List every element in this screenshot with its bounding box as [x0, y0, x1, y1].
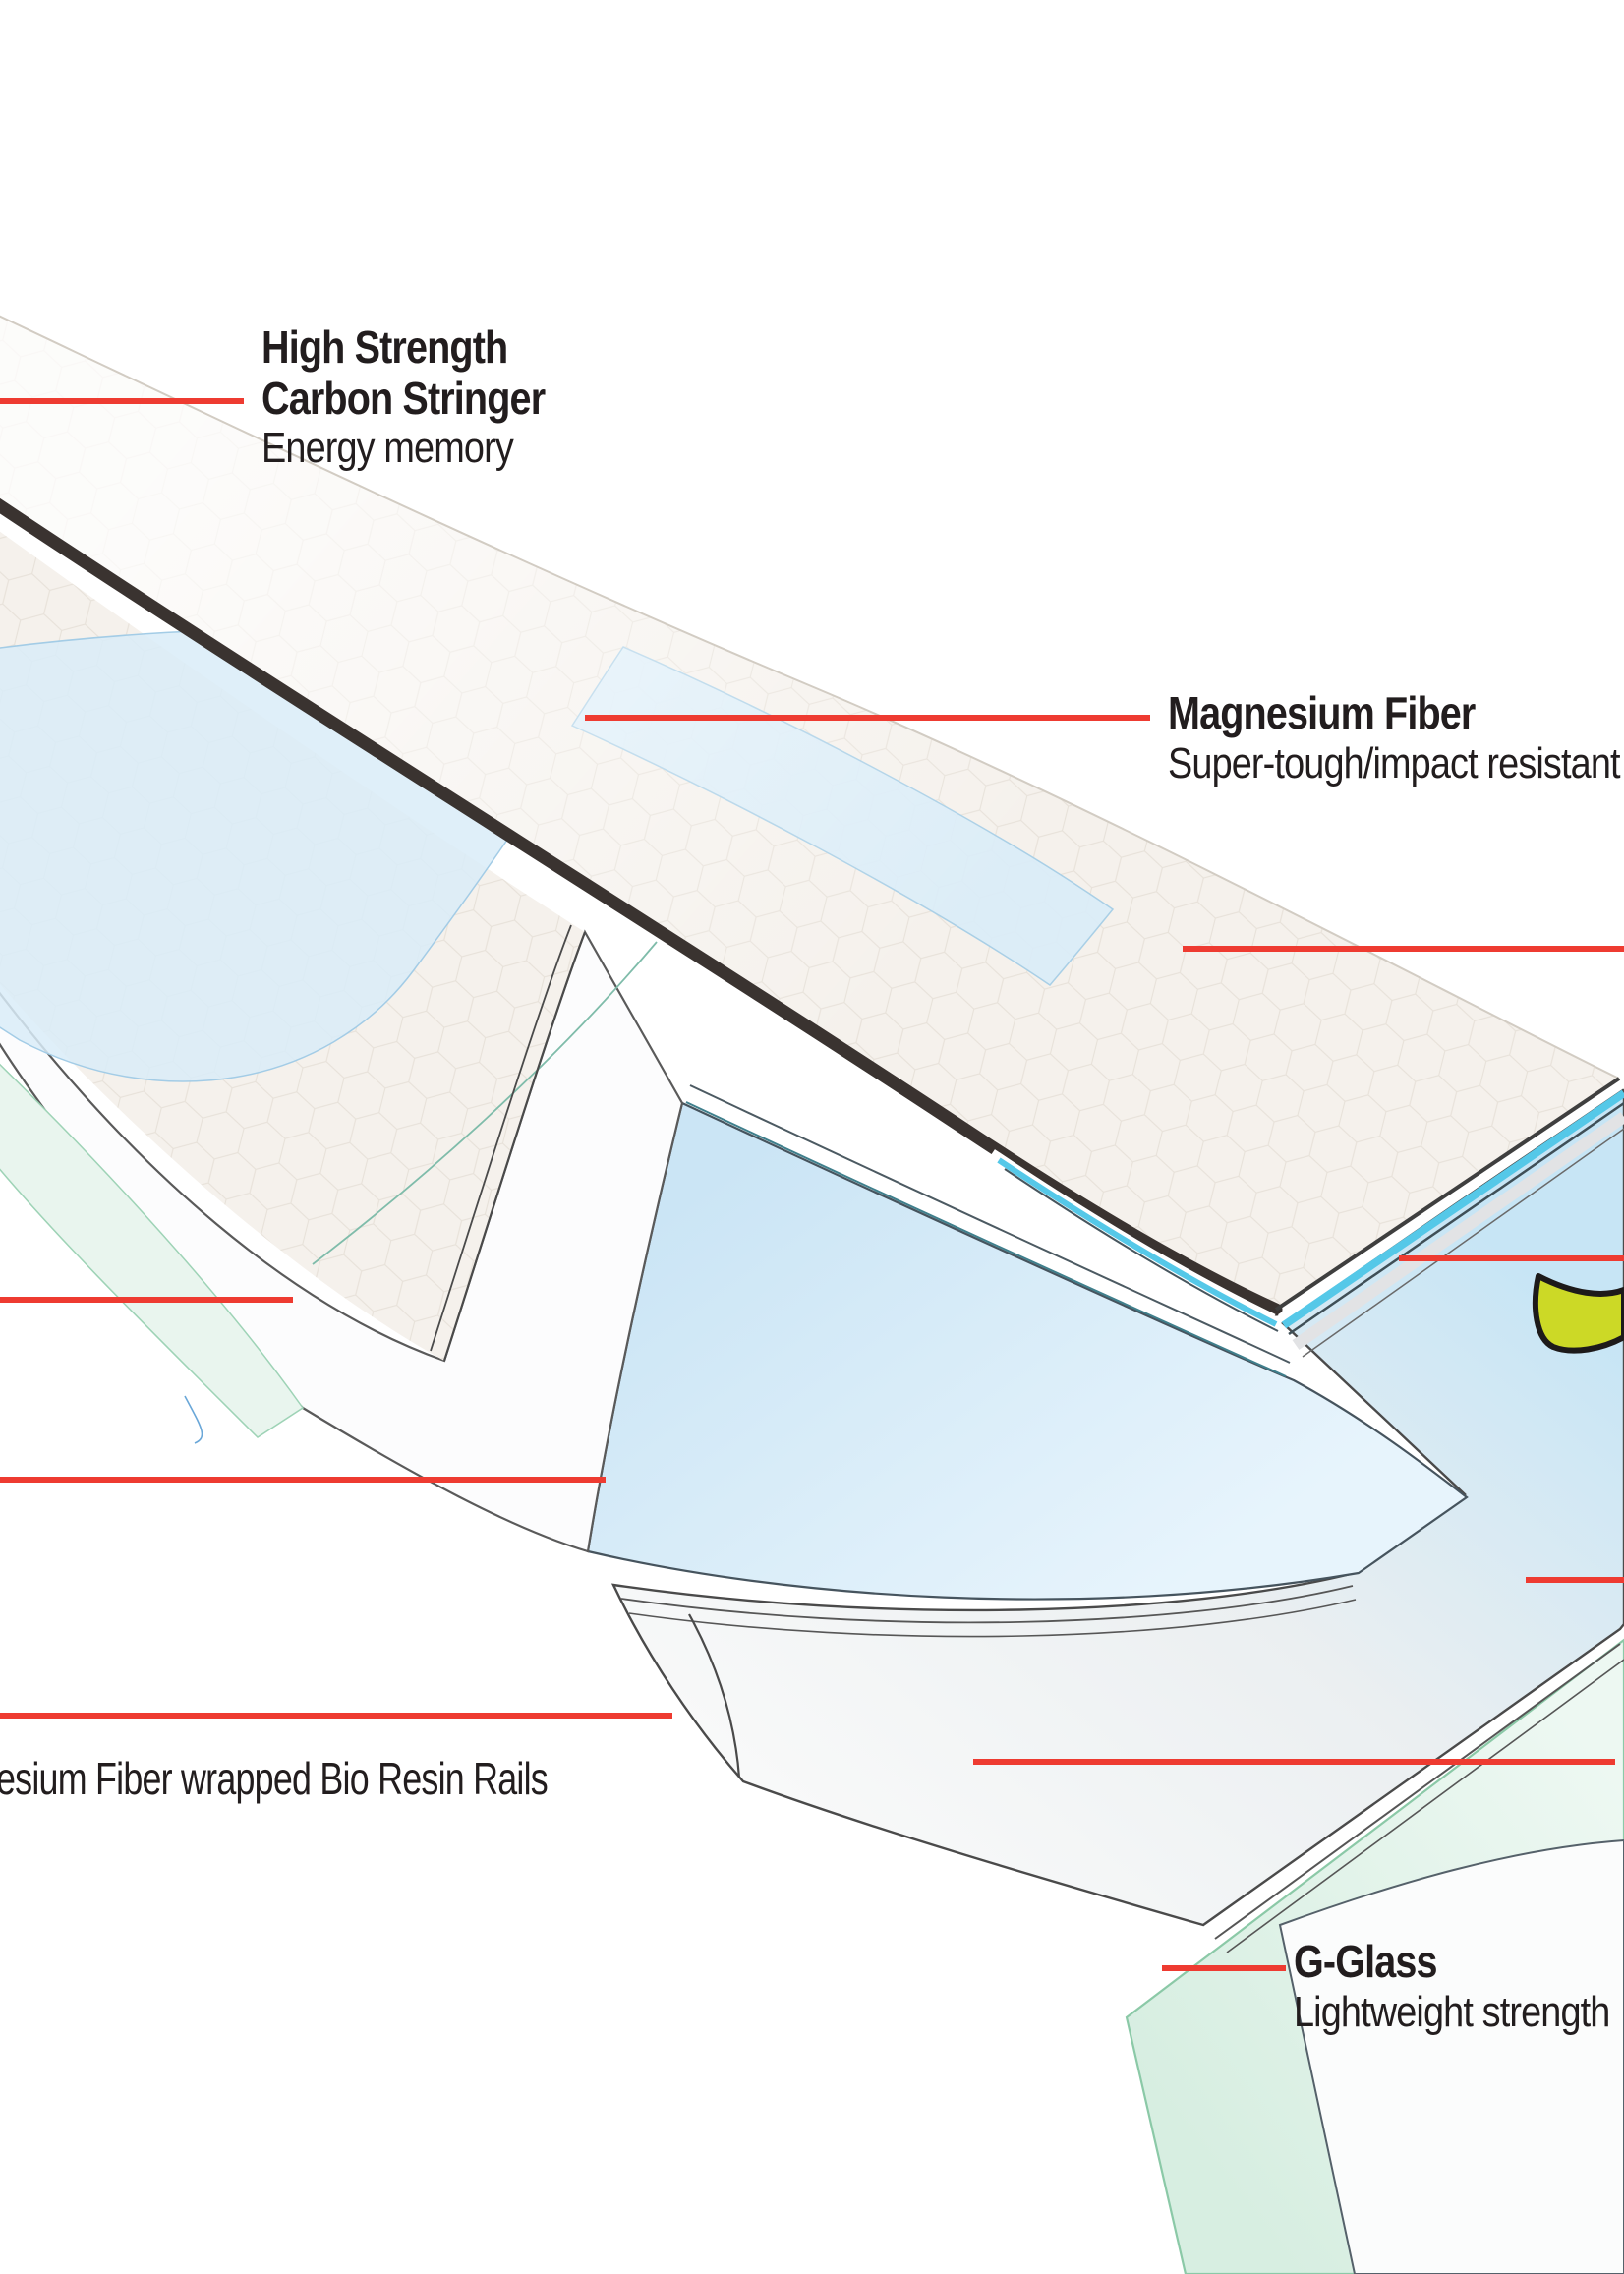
deck-main-piece [0, 315, 1620, 1310]
g-glass-subtitle: Lightweight strength [1294, 1987, 1610, 2036]
laminate-teal-line [685, 1101, 1287, 1377]
right-edge-leader [1526, 1577, 1624, 1583]
magnesium-fiber-title: Magnesium Fiber [1168, 687, 1476, 738]
label-g-glass: G-Glass Lightweight strength [1294, 1936, 1610, 2036]
bio-resin-leader [0, 1713, 672, 1719]
core-leader [973, 1759, 1615, 1765]
cyan-layer-stripe [1281, 1089, 1624, 1329]
leaf-logo [1532, 1273, 1624, 1354]
slab-sideface-line-1 [1214, 1643, 1621, 1940]
carbon-stringer-subtitle: Energy memory [261, 424, 514, 473]
carbon-stringer-leader [0, 398, 244, 404]
magnesium-fiber-subtitle: Super-tough/impact resistant [1168, 738, 1621, 787]
carbon-stringer-title-line2: Carbon Stringer [261, 372, 546, 424]
label-bio-resin-rails: esium Fiber wrapped Bio Resin Rails [0, 1753, 549, 1805]
deck-top-edge [0, 315, 1620, 1079]
deck-surface-leader [1183, 946, 1624, 952]
tail-cut-edge-2 [430, 924, 572, 1352]
tail-wrap-outline [312, 941, 658, 1265]
tail-green-wrap [0, 1063, 305, 1438]
carbon-stringer-line [0, 497, 1283, 1316]
section-edge-leader [1399, 1255, 1624, 1261]
slab-sideface-line-2 [1226, 1659, 1624, 1953]
slab-laminate-line-1 [620, 1585, 1354, 1624]
section-edge-band [991, 1077, 1624, 1358]
bottom-lamination-sheet [1278, 1838, 1624, 2274]
laminate-dark-line [689, 1084, 1291, 1364]
label-magnesium-fiber: Magnesium Fiber Super-tough/impact resis… [1168, 687, 1621, 787]
slab-laminate-line-2 [628, 1599, 1357, 1638]
label-carbon-stringer: High Strength Carbon Stringer Energy mem… [261, 321, 546, 473]
slab-curl-line [688, 1613, 741, 1778]
tail-blue-curl [184, 1395, 203, 1444]
bio-resin-rails-text: esium Fiber wrapped Bio Resin Rails [0, 1753, 549, 1804]
tail-cut-edge-1 [442, 931, 587, 1362]
magnesium-fiber-leader [585, 715, 1150, 721]
inner-layer-leader [0, 1477, 606, 1483]
g-glass-title: G-Glass [1294, 1936, 1438, 1987]
carbon-stringer-title-line1: High Strength [261, 321, 508, 373]
laminate-white-strip [685, 1088, 1291, 1373]
g-glass-leader [1162, 1965, 1286, 1971]
rail-leader [0, 1297, 293, 1303]
